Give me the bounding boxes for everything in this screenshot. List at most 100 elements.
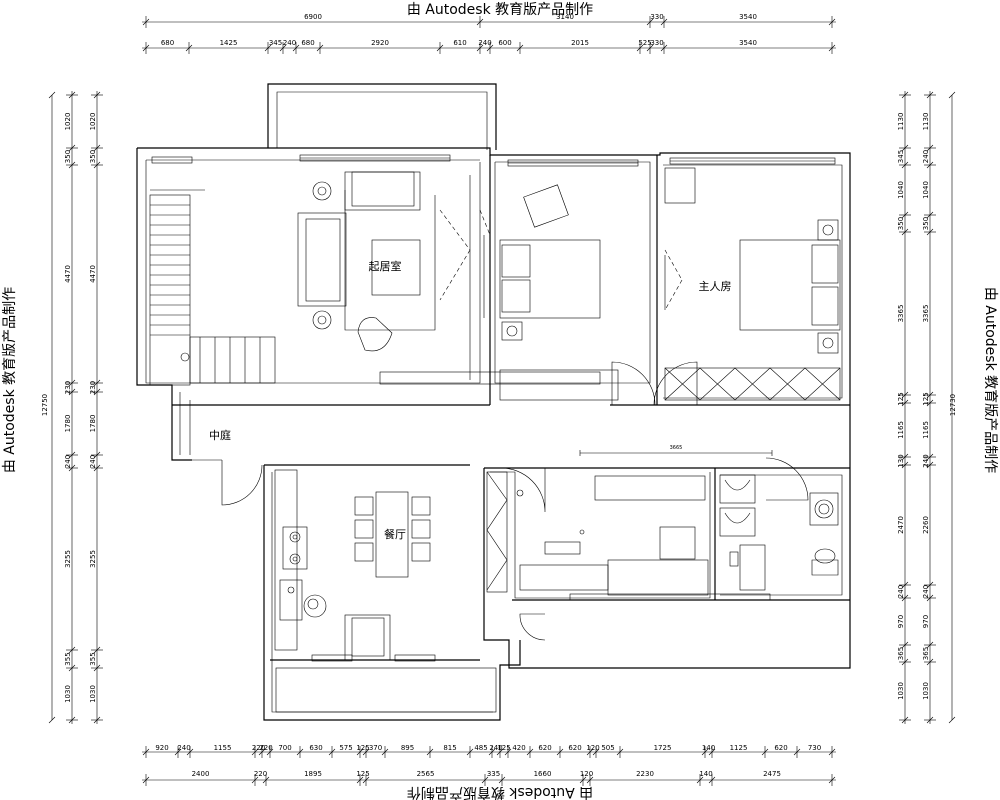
dimension-top-outer: 6900 3140 330 3540 [304,13,757,21]
dimension-value: 140 [702,744,715,752]
dimension-value: 125 [922,392,930,405]
dimension-right-outer: 1130345104035033651251165130247024097036… [897,113,905,700]
dimension-value: 350 [64,150,72,163]
dimension-value: 355 [64,652,72,665]
dimension-value: 2475 [763,770,781,778]
kitchen [274,469,391,661]
dimension-value: 895 [401,744,414,752]
dimension-value: 1020 [89,113,97,131]
dimension-value: 350 [89,150,97,163]
dimension-value: 1725 [654,744,672,752]
dimension-value: 240 [922,454,930,467]
dimension-value: 1130 [922,113,930,131]
dimension-value: 230 [89,381,97,394]
dimension-value: 1125 [730,744,748,752]
dimension-value: 125 [356,770,369,778]
dimension-value: 370 [369,744,382,752]
dimension-value: 2400 [192,770,210,778]
dimension-value: 125 [497,744,510,752]
study-room [486,450,773,641]
dimension-value: 1155 [214,744,232,752]
dimension-value: 920 [155,744,168,752]
dimension-value: 1040 [897,181,905,199]
dimension-value: 485 [474,744,487,752]
dimension-value: 1780 [89,415,97,433]
dimension-value: 2565 [417,770,435,778]
dimension-value: 620 [568,744,581,752]
dimension-value: 330 [650,39,663,47]
dimension-value: 680 [301,39,314,47]
dimension-value: 1165 [922,421,930,439]
dimension-value: 345 [269,39,282,47]
dimension-value: 2920 [371,39,389,47]
room-label-dining: 餐厅 [384,527,406,541]
dimension-value: 3365 [897,305,905,323]
dimension-value: 240 [283,39,296,47]
dining-set [354,491,431,578]
dimension-value: 3255 [89,550,97,568]
dimension-value: 240 [897,585,905,598]
dimension-value: 420 [512,744,525,752]
dimension-value: 3540 [739,13,757,21]
dimension-value: 120 [580,770,593,778]
dimension-value: 220 [254,770,267,778]
dimension-value: 700 [278,744,291,752]
dimension-value: 230 [64,381,72,394]
dimension-line [948,91,956,99]
dimension-value: 1030 [64,685,72,703]
dimension-value: 240 [922,150,930,163]
dimension-value: 3255 [64,550,72,568]
dimension-value: 365 [897,647,905,660]
dimension-line [48,91,56,99]
dimension-value: 6900 [304,13,322,21]
room-label-living: 起居室 [369,259,402,273]
courtyard-door [192,459,263,506]
dimension-value: 505 [601,744,614,752]
dimension-value: 350 [897,217,905,230]
room-label-courtyard: 中庭 [209,428,231,442]
dimension-value: 240 [922,585,930,598]
dimension-value: 335 [487,770,500,778]
dimension-value: 680 [161,39,174,47]
dimension-value: 350 [922,217,930,230]
dimension-value: 330 [650,13,663,21]
dimension-value: 3140 [556,13,574,21]
dimension-value: 1660 [534,770,552,778]
room-label-master-bedroom: 主人房 [699,280,732,293]
dimension-value: 1040 [922,181,930,199]
dimension-value: 365 [922,647,930,660]
dimension-line [48,716,56,724]
walls [136,83,851,721]
dimension-value: 600 [498,39,511,47]
master-bedroom [653,167,841,406]
dimension-value: 3365 [922,305,930,323]
dimension-value: 630 [309,744,322,752]
dimension-value: 3540 [739,39,757,47]
dimension-value: 4470 [64,265,72,283]
dimension-value: 815 [443,744,456,752]
dimension-value: 240 [89,455,97,468]
dimension-lines [48,16,956,786]
dimension-value: 140 [699,770,712,778]
dimension-value: 220 [252,744,265,752]
dimension-value: 125 [897,392,905,405]
dimension-right-inner: 1130240104035033651251165240226024097036… [922,113,930,700]
dimension-value: 2015 [571,39,589,47]
dimension-value: 240 [64,455,72,468]
dimension-value: 730 [808,744,821,752]
dimension-value: 240 [478,39,491,47]
dimension-value: 220 [259,744,272,752]
dimension-value: 525 [638,39,651,47]
dimension-value: 970 [922,615,930,628]
interior-dimension: 3665 [670,445,683,451]
dimension-value: 620 [774,744,787,752]
right-total-dimension: 12730 [949,394,957,416]
dimension-value: 575 [339,744,352,752]
watermark-right: 由 Autodesk 教育版产品制作 [982,287,998,473]
dimension-value: 1425 [220,39,238,47]
dimension-value: 240 [489,744,502,752]
